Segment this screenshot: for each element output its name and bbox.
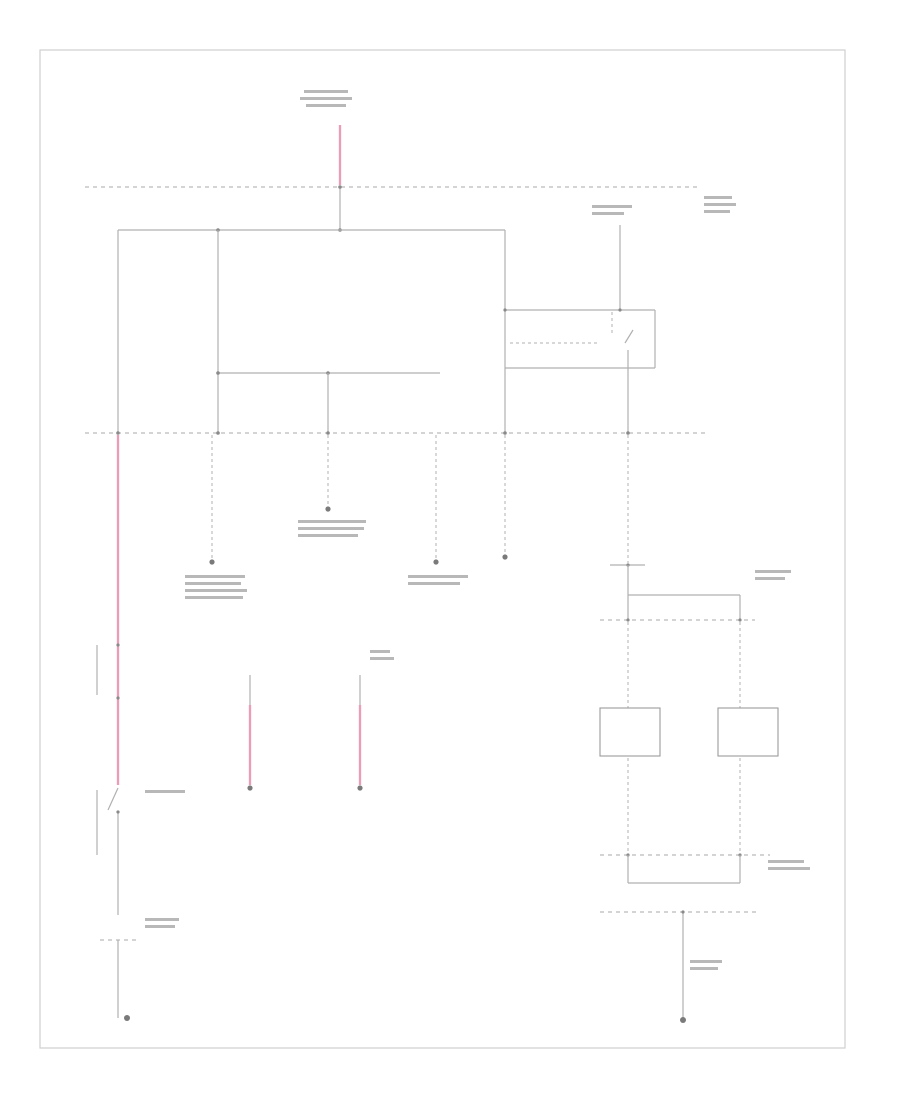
diagram-frame: [39, 49, 846, 1049]
right-module-box: [717, 707, 779, 757]
relay: [503, 225, 656, 435]
lower-pink-feeds: [247, 675, 363, 791]
main-distribution: [116, 228, 507, 435]
top-feed: [338, 125, 342, 232]
left-module-box: [599, 707, 661, 757]
right-modules: [599, 563, 779, 1023]
annotation-marks: [145, 90, 810, 970]
drop-wires: [209, 435, 629, 565]
left-branch: [96, 435, 140, 1021]
